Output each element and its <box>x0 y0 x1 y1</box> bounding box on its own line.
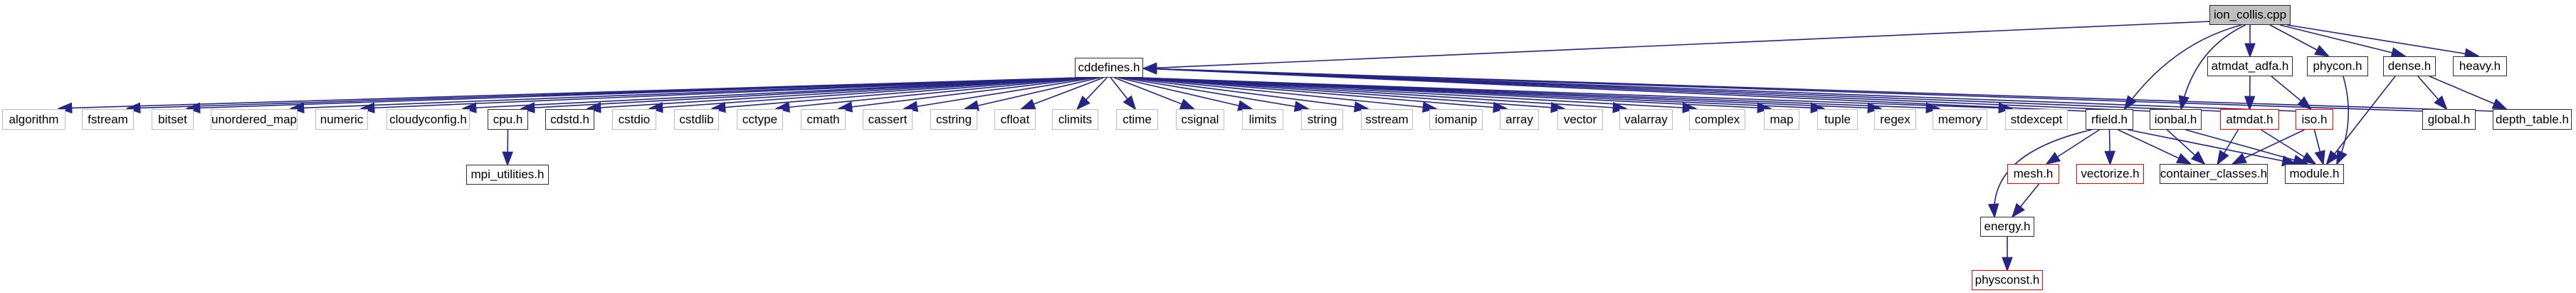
node-unordered-map[interactable]: unordered_map <box>211 109 298 130</box>
node-iso[interactable]: iso.h <box>2296 109 2333 130</box>
node-memory[interactable]: memory <box>1933 109 1987 130</box>
edge-cddefines-to-sstream <box>1125 77 1370 113</box>
node-sstream[interactable]: sstream <box>1361 109 1413 130</box>
node-ctime[interactable]: ctime <box>1116 109 1158 130</box>
node-cpu[interactable]: cpu.h <box>488 109 528 130</box>
node-energy[interactable]: energy.h <box>1980 217 2034 237</box>
node-fstream[interactable]: fstream <box>82 109 134 130</box>
edge-mesh-to-energy <box>2011 183 2040 218</box>
node-cloudyconfig[interactable]: cloudyconfig.h <box>387 109 470 130</box>
node-cmath[interactable]: cmath <box>801 109 846 130</box>
edge-cddefines-to-valarray <box>1137 77 1628 113</box>
edge-ion-collis-to-dense <box>2279 24 2407 58</box>
edge-ionbal-to-container <box>2166 129 2206 165</box>
node-iomanip[interactable]: iomanip <box>1429 109 1483 130</box>
edge-cddefines-to-cctype <box>774 77 1088 113</box>
node-global[interactable]: global.h <box>2422 109 2476 130</box>
edge-cddefines-to-complex <box>1137 77 1698 113</box>
node-numeric[interactable]: numeric <box>315 109 368 130</box>
node-climits[interactable]: climits <box>1052 109 1098 130</box>
node-physconst[interactable]: physconst.h <box>1972 270 2043 290</box>
edge-ionbal-to-module <box>2185 129 2308 165</box>
node-cassert[interactable]: cassert <box>863 109 913 130</box>
node-cfloat[interactable]: cfloat <box>994 109 1036 130</box>
node-array[interactable]: array <box>1500 109 1539 130</box>
node-valarray[interactable]: valarray <box>1619 109 1673 130</box>
node-cctype[interactable]: cctype <box>737 109 783 130</box>
node-string[interactable]: string <box>1301 109 1343 130</box>
edge-cddefines-to-iomanip <box>1130 77 1438 113</box>
edge-cddefines-to-limits <box>1118 77 1253 111</box>
node-algorithm[interactable]: algorithm <box>2 109 65 130</box>
node-depth-table[interactable]: depth_table.h <box>2493 109 2572 130</box>
edge-cddefines-to-cmath <box>837 77 1093 113</box>
node-vector[interactable]: vector <box>1557 109 1603 130</box>
edge-dense-to-depth-table <box>2429 76 2508 110</box>
edge-rfield-to-mesh <box>2045 129 2100 165</box>
node-cstdlib[interactable]: cstdlib <box>674 109 719 130</box>
edge-cddefines-to-cstring <box>964 77 1100 111</box>
node-bitset[interactable]: bitset <box>152 109 194 130</box>
node-cstring[interactable]: cstring <box>930 109 977 130</box>
edge-dense-to-global <box>2417 76 2448 110</box>
node-regex[interactable]: regex <box>1874 109 1916 130</box>
edge-iso-to-cddefines <box>1142 63 2298 112</box>
node-heavy[interactable]: heavy.h <box>2453 56 2507 76</box>
node-cddefines[interactable]: cddefines.h <box>1075 58 1143 78</box>
node-limits[interactable]: limits <box>1242 109 1283 130</box>
node-tuple[interactable]: tuple <box>1817 109 1858 130</box>
edge-cddefines-to-vector <box>1137 77 1566 113</box>
edge-dense-to-module <box>2325 76 2396 165</box>
edge-cddefines-to-stdexcept <box>1137 77 2014 114</box>
node-map[interactable]: map <box>1764 109 1799 130</box>
node-dense[interactable]: dense.h <box>2383 56 2436 76</box>
node-mpi[interactable]: mpi_utilities.h <box>466 165 549 185</box>
edge-cddefines-to-string <box>1121 77 1310 112</box>
node-adfa[interactable]: atmdat_adfa.h <box>2207 56 2293 76</box>
edge-depth-table-to-cddefines <box>1142 63 2495 112</box>
node-cdstd[interactable]: cdstd.h <box>545 109 594 130</box>
edge-ion-collis-to-rfield <box>2123 24 2242 110</box>
edge-ion-collis-to-heavy <box>2286 24 2480 59</box>
edge-cddefines-to-bitset <box>185 77 1081 114</box>
edge-adfa-to-iso <box>2271 76 2313 110</box>
edge-cddefines-to-climits <box>1076 77 1108 110</box>
node-ion-collis[interactable]: ion_collis.cpp <box>2209 5 2291 25</box>
edge-rfield-to-energy <box>1987 129 2092 219</box>
edge-rfield-to-container <box>2118 129 2192 165</box>
edge-cddefines-to-cfloat <box>1020 77 1104 110</box>
node-phycon[interactable]: phycon.h <box>2307 56 2368 76</box>
edge-cddefines-to-csignal <box>1114 77 1195 110</box>
edge-atmdat-to-module <box>2261 129 2317 165</box>
edge-atmdat-to-container <box>2217 129 2239 165</box>
node-rfield[interactable]: rfield.h <box>2086 109 2133 130</box>
edge-rfield-to-module <box>2128 129 2297 167</box>
node-module[interactable]: module.h <box>2285 164 2344 184</box>
edge-cddefines-to-ctime <box>1110 77 1137 110</box>
node-vectorize[interactable]: vectorize.h <box>2076 164 2144 184</box>
edge-ion-collis-to-phycon <box>2269 24 2330 57</box>
edge-iso-to-module <box>2313 129 2325 166</box>
edge-cddefines-to-array <box>1133 77 1508 113</box>
node-atmdat[interactable]: atmdat.h <box>2220 109 2279 130</box>
edge-cddefines-to-cpu <box>520 77 1081 113</box>
node-container[interactable]: container_classes.h <box>2160 164 2268 184</box>
node-csignal[interactable]: csignal <box>1176 109 1224 130</box>
edge-cddefines-to-cassert <box>903 77 1096 112</box>
edge-ion-collis-to-cddefines <box>1142 21 2212 74</box>
node-cstdio[interactable]: cstdio <box>612 109 656 130</box>
edge-iso-to-container <box>2231 129 2305 165</box>
edge-cddefines-to-cdstd <box>586 77 1081 113</box>
edge-ion-collis-to-ionbal <box>2178 24 2246 111</box>
node-ionbal[interactable]: ionbal.h <box>2150 109 2202 130</box>
node-mesh[interactable]: mesh.h <box>2007 164 2059 184</box>
node-complex[interactable]: complex <box>1689 109 1745 130</box>
edge-phycon-to-module <box>2336 76 2350 166</box>
edge-cddefines-to-numeric <box>359 77 1081 114</box>
node-stdexcept[interactable]: stdexcept <box>2005 109 2068 130</box>
